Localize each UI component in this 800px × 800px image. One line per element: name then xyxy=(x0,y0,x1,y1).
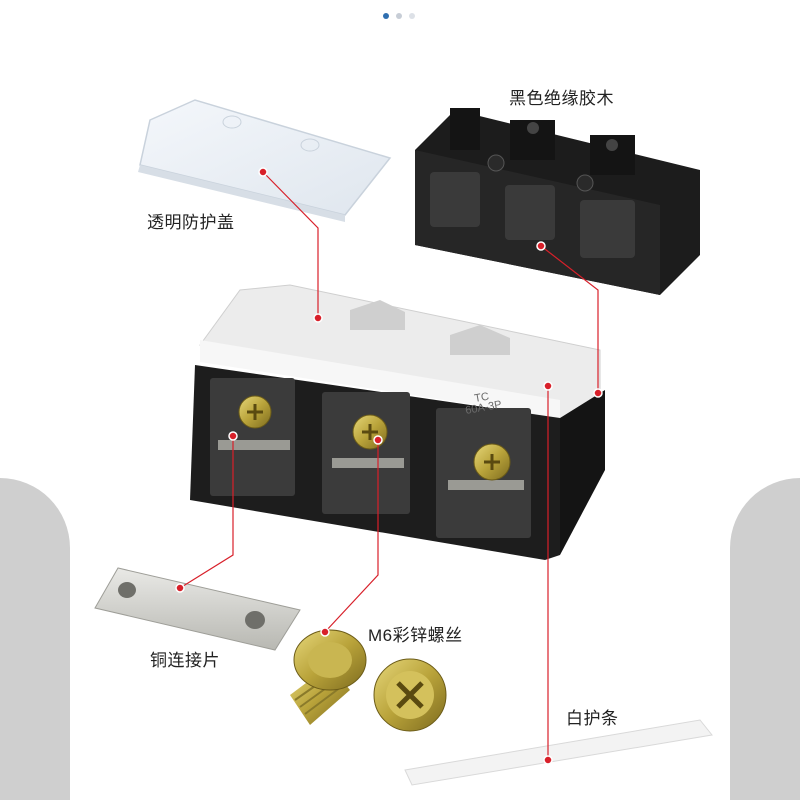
label-black-insulator: 黑色绝缘胶木 xyxy=(509,89,614,108)
carousel-dot-2[interactable] xyxy=(396,13,402,19)
carousel-dot-1[interactable] xyxy=(383,13,389,19)
label-m6-screw: M6彩锌螺丝 xyxy=(368,626,463,645)
m6-zinc-screws xyxy=(290,629,447,732)
background-left-panel xyxy=(0,478,70,800)
label-transparent-cover: 透明防护盖 xyxy=(147,213,235,232)
callout-dots xyxy=(175,167,603,765)
assembled-terminal-block: TC 60A-3P xyxy=(190,284,605,560)
background-right-panel xyxy=(730,478,800,800)
callout-dot-icon xyxy=(228,431,238,441)
callout-dot-icon xyxy=(593,388,603,398)
transparent-cover xyxy=(138,99,392,222)
label-copper-plate: 铜连接片 xyxy=(150,651,220,670)
callout-dot-icon xyxy=(543,755,553,765)
carousel-dot-3[interactable] xyxy=(409,13,415,19)
callout-dot-icon xyxy=(258,167,268,177)
copper-connector-plate xyxy=(94,567,301,651)
callout-dot-icon xyxy=(320,627,330,637)
callout-leader-lines xyxy=(179,171,599,760)
callout-dot-icon xyxy=(543,381,553,391)
callout-dot-icon xyxy=(373,435,383,445)
white-protective-strip xyxy=(404,719,713,786)
callout-dot-icon xyxy=(175,583,185,593)
label-white-strip: 白护条 xyxy=(566,709,619,728)
black-insulator-base xyxy=(415,108,700,295)
callout-dot-icon xyxy=(313,313,323,323)
carousel-pagination xyxy=(383,13,415,19)
marking-line-1: TC xyxy=(473,391,490,405)
callout-dot-icon xyxy=(536,241,546,251)
